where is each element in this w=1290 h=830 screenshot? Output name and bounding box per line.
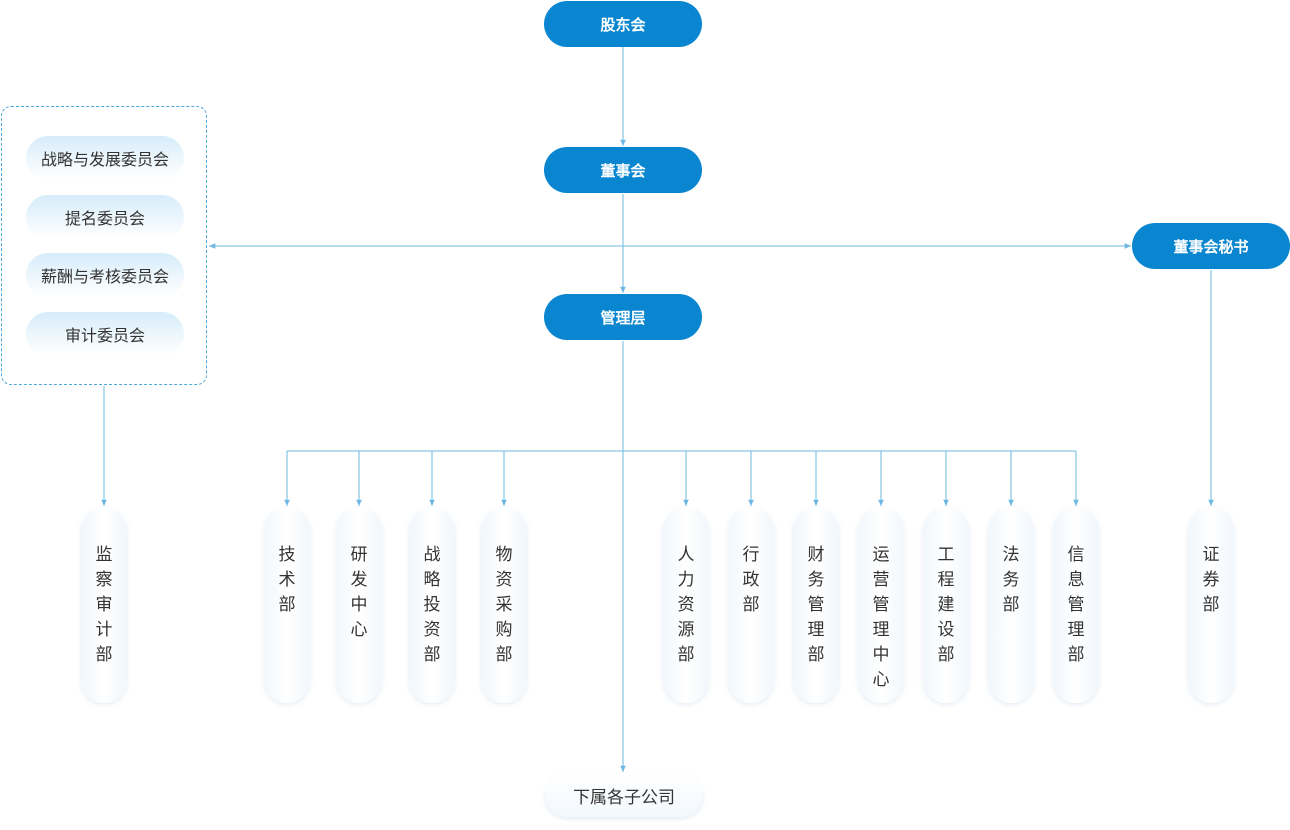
secretary-node: 董事会秘书 bbox=[1132, 223, 1290, 269]
board-node: 董事会 bbox=[544, 147, 702, 193]
dept-admin: 行政部 bbox=[728, 507, 774, 703]
dept-finance: 财务管理部 bbox=[793, 507, 839, 703]
dept-operations: 运营管理中心 bbox=[858, 507, 904, 703]
subsidiaries-node: 下属各子公司 bbox=[545, 773, 703, 817]
committee-nomination: 提名委员会 bbox=[26, 195, 184, 239]
dept-strategy: 战略投资部 bbox=[409, 507, 455, 703]
committee-strategy: 战略与发展委员会 bbox=[26, 136, 184, 180]
shareholders-node: 股东会 bbox=[544, 1, 702, 47]
committees-group bbox=[1, 106, 207, 385]
dept-hr: 人力资源部 bbox=[663, 507, 709, 703]
dept-procurement: 物资采购部 bbox=[481, 507, 527, 703]
dept-engineering: 工程建设部 bbox=[923, 507, 969, 703]
dept-securities: 证券部 bbox=[1188, 507, 1234, 703]
dept-tech: 技术部 bbox=[264, 507, 310, 703]
dept-legal: 法务部 bbox=[988, 507, 1034, 703]
committee-compensation: 薪酬与考核委员会 bbox=[26, 253, 184, 297]
committee-audit: 审计委员会 bbox=[26, 312, 184, 356]
management-node: 管理层 bbox=[544, 294, 702, 340]
dept-rnd: 研发中心 bbox=[336, 507, 382, 703]
dept-it: 信息管理部 bbox=[1053, 507, 1099, 703]
dept-audit-supervision: 监察审计部 bbox=[81, 507, 127, 703]
